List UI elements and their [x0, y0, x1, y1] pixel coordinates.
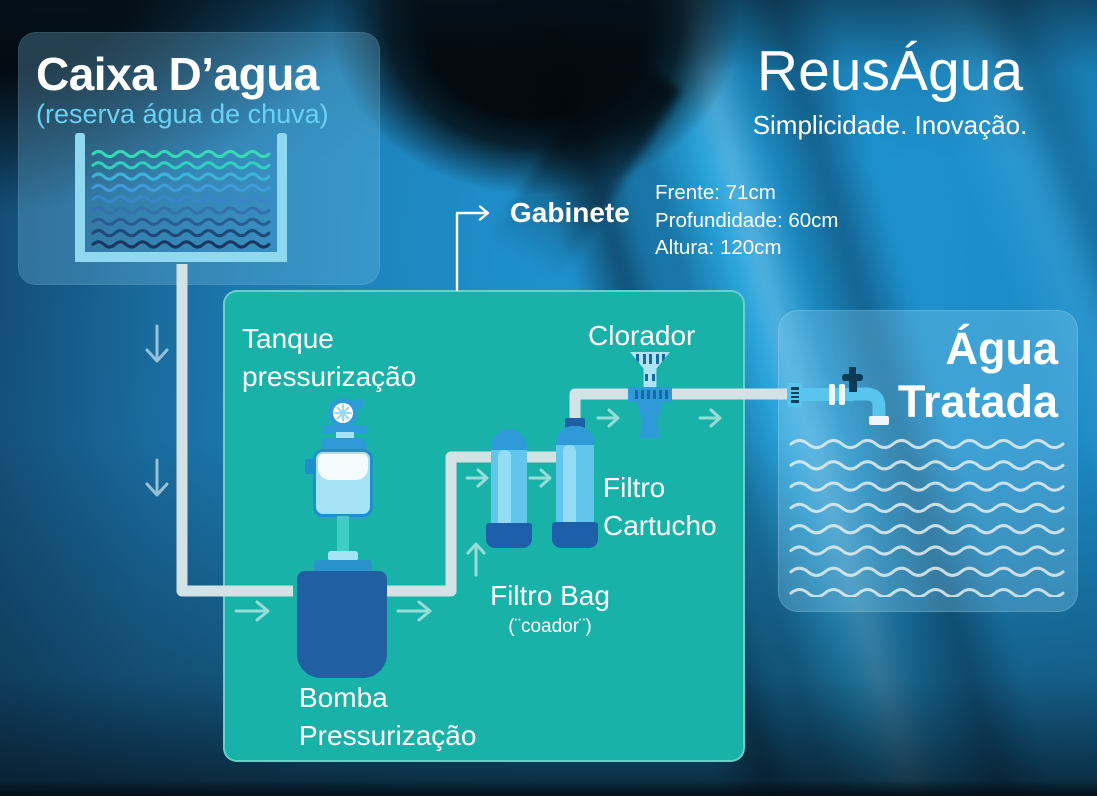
wave-line [789, 545, 1065, 556]
cabinet-spec-depth: Profundidade: 60cm [655, 208, 839, 232]
wave-line [789, 588, 1065, 597]
brand-tagline: Simplicidade. Inovação. [752, 110, 1028, 140]
bag-filter-base [486, 523, 532, 548]
faucet-coupling [787, 383, 802, 407]
rain-tank-title: Caixa D’agua [36, 48, 319, 100]
wave-line [789, 460, 1065, 471]
pump-label: Bomba Pressurização [299, 679, 476, 755]
cartridge-filter-highlight [563, 445, 576, 527]
wave-line [91, 195, 271, 204]
rain-tank-wall-left [75, 133, 85, 262]
pressure-tank-cap [321, 438, 367, 451]
pump-label-line2: Pressurização [299, 720, 477, 751]
wave-line [91, 149, 271, 159]
wave-line [789, 438, 1065, 450]
pressure-tank-body [313, 449, 373, 517]
pressure-tank-valve-nub [305, 459, 314, 474]
faucet-handle-stem [849, 380, 857, 392]
bag-filter-highlight [498, 450, 511, 528]
bag-filter-sublabel: (¨coador¨) [508, 616, 592, 637]
pump-top-cap [328, 551, 358, 561]
pump-label-line1: Bomba [299, 682, 388, 713]
gauge-spokes-icon [334, 404, 352, 422]
pressure-tank-label: Tanque pressurização [242, 320, 416, 396]
brand-block: ReusÁgua Simplicidade. Inovação. [735, 40, 1045, 141]
cartridge-filter-label-line1: Filtro [603, 472, 666, 503]
wave-line [91, 172, 271, 181]
bag-filter-dome [491, 429, 527, 453]
rain-tank-subtitle: (reserva água de chuva) [36, 99, 329, 129]
cartridge-filter-base [552, 522, 598, 548]
faucet-ring-2 [839, 384, 845, 405]
treated-water-panel: Água Tratada [778, 310, 1078, 612]
bag-filter-label: Filtro Bag (¨coador¨) [477, 577, 623, 638]
treated-water-title: Água Tratada [898, 322, 1058, 428]
cabinet-label: Gabinete [510, 197, 630, 228]
wave-line [91, 217, 271, 226]
cabinet-spec-front: Frente: 71cm [655, 181, 776, 204]
pressure-gauge-icon [328, 398, 358, 428]
pressure-gauge-base [323, 425, 367, 433]
treated-water-line1: Água [945, 323, 1059, 374]
cartridge-filter-dome [556, 426, 594, 448]
wave-line [789, 566, 1065, 577]
cartridge-filter-body [556, 445, 594, 527]
faucet-handle-icon [842, 374, 863, 381]
background-bottom-edge [0, 780, 1097, 796]
rain-tank-wall-bottom [75, 252, 287, 262]
wave-line [789, 524, 1065, 535]
brand-title: ReusÁgua [756, 39, 1024, 103]
pressure-tank-label-line2: pressurização [242, 361, 417, 392]
pressure-gauge-pedestal [336, 432, 354, 439]
pressure-tank-label-line1: Tanque [242, 323, 334, 354]
wave-line [789, 481, 1065, 492]
pressure-gauge-tail [354, 399, 363, 409]
wave-line [91, 183, 271, 192]
bag-filter-label-main: Filtro Bag [490, 580, 610, 611]
wave-line [91, 240, 271, 249]
chlorinator-label: Clorador [588, 320, 696, 351]
bag-filter-body [491, 450, 527, 528]
wave-line [789, 502, 1065, 513]
rain-tank-wall-right [277, 133, 287, 262]
treated-water-line2: Tratada [897, 376, 1058, 427]
cabinet-spec-height: Altura: 120cm [655, 236, 782, 259]
cartridge-filter-neck [565, 418, 585, 429]
wave-line [91, 161, 271, 170]
cartridge-filter-label: Filtro Cartucho [603, 469, 717, 545]
faucet-handle-knob [849, 367, 856, 375]
pressure-tank-stem [337, 516, 349, 554]
rain-tank-water-waves [91, 149, 271, 249]
cartridge-filter-label-line2: Cartucho [603, 510, 717, 541]
wave-line [91, 206, 271, 215]
pump-body [297, 571, 387, 678]
chlorinator-band [628, 387, 672, 402]
cabinet-specs: Frente: 71cm Profundidade: 60cm Altura: … [655, 179, 838, 262]
faucet-ring-1 [829, 384, 835, 405]
pressure-tank-air-gap [318, 454, 368, 480]
treated-water-waves [789, 438, 1065, 597]
faucet-inlet-pipe [800, 388, 854, 401]
wave-line [91, 229, 271, 238]
pump-collar [314, 560, 372, 572]
